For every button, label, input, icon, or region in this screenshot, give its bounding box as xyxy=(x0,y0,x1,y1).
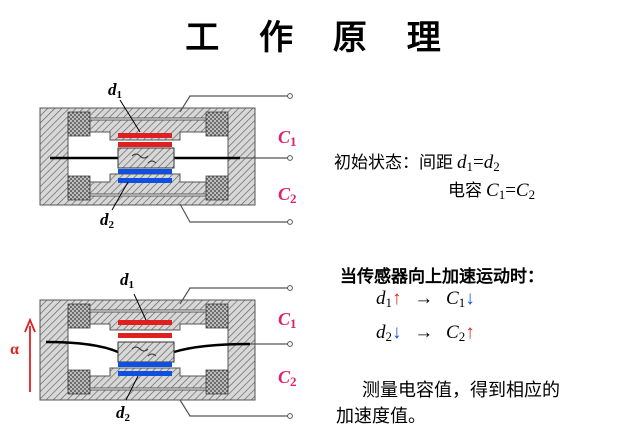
bottom-label-d1: d1 xyxy=(120,270,134,291)
upper-plate-red-2 xyxy=(118,142,172,147)
acceleration-label: α xyxy=(10,341,19,358)
conclusion-line1: 测量电容值，得到相应的 xyxy=(362,380,560,401)
top-label-c2: C2 xyxy=(278,184,297,206)
lower-plate-blue-b xyxy=(118,362,172,367)
upper-plate-red xyxy=(118,133,172,138)
conclusion-line2: 加速度值。 xyxy=(336,406,426,427)
top-sensor xyxy=(39,93,293,225)
top-label-c1: C1 xyxy=(278,127,297,149)
page-title: 工 作 原 理 xyxy=(185,18,455,58)
accel-row-1: d1↑ → C1↓ xyxy=(376,288,475,310)
lower-plate-blue xyxy=(118,169,172,174)
upper-plate-red-b xyxy=(118,320,172,325)
accel-heading: 当传感器向上加速运动时： xyxy=(340,267,544,287)
top-label-d2: d2 xyxy=(100,210,114,231)
bottom-label-c1: C1 xyxy=(278,309,297,331)
lower-plate-blue-b2 xyxy=(118,371,172,376)
top-label-d1: d1 xyxy=(108,80,122,101)
bottom-label-d2: d2 xyxy=(116,403,130,424)
lower-plate-blue-2 xyxy=(118,178,172,183)
bottom-label-c2: C2 xyxy=(278,367,297,389)
upper-plate-red-b2 xyxy=(118,333,172,338)
accel-row-2: d2↓ → C2↑ xyxy=(376,322,475,344)
bottom-sensor xyxy=(24,285,293,419)
